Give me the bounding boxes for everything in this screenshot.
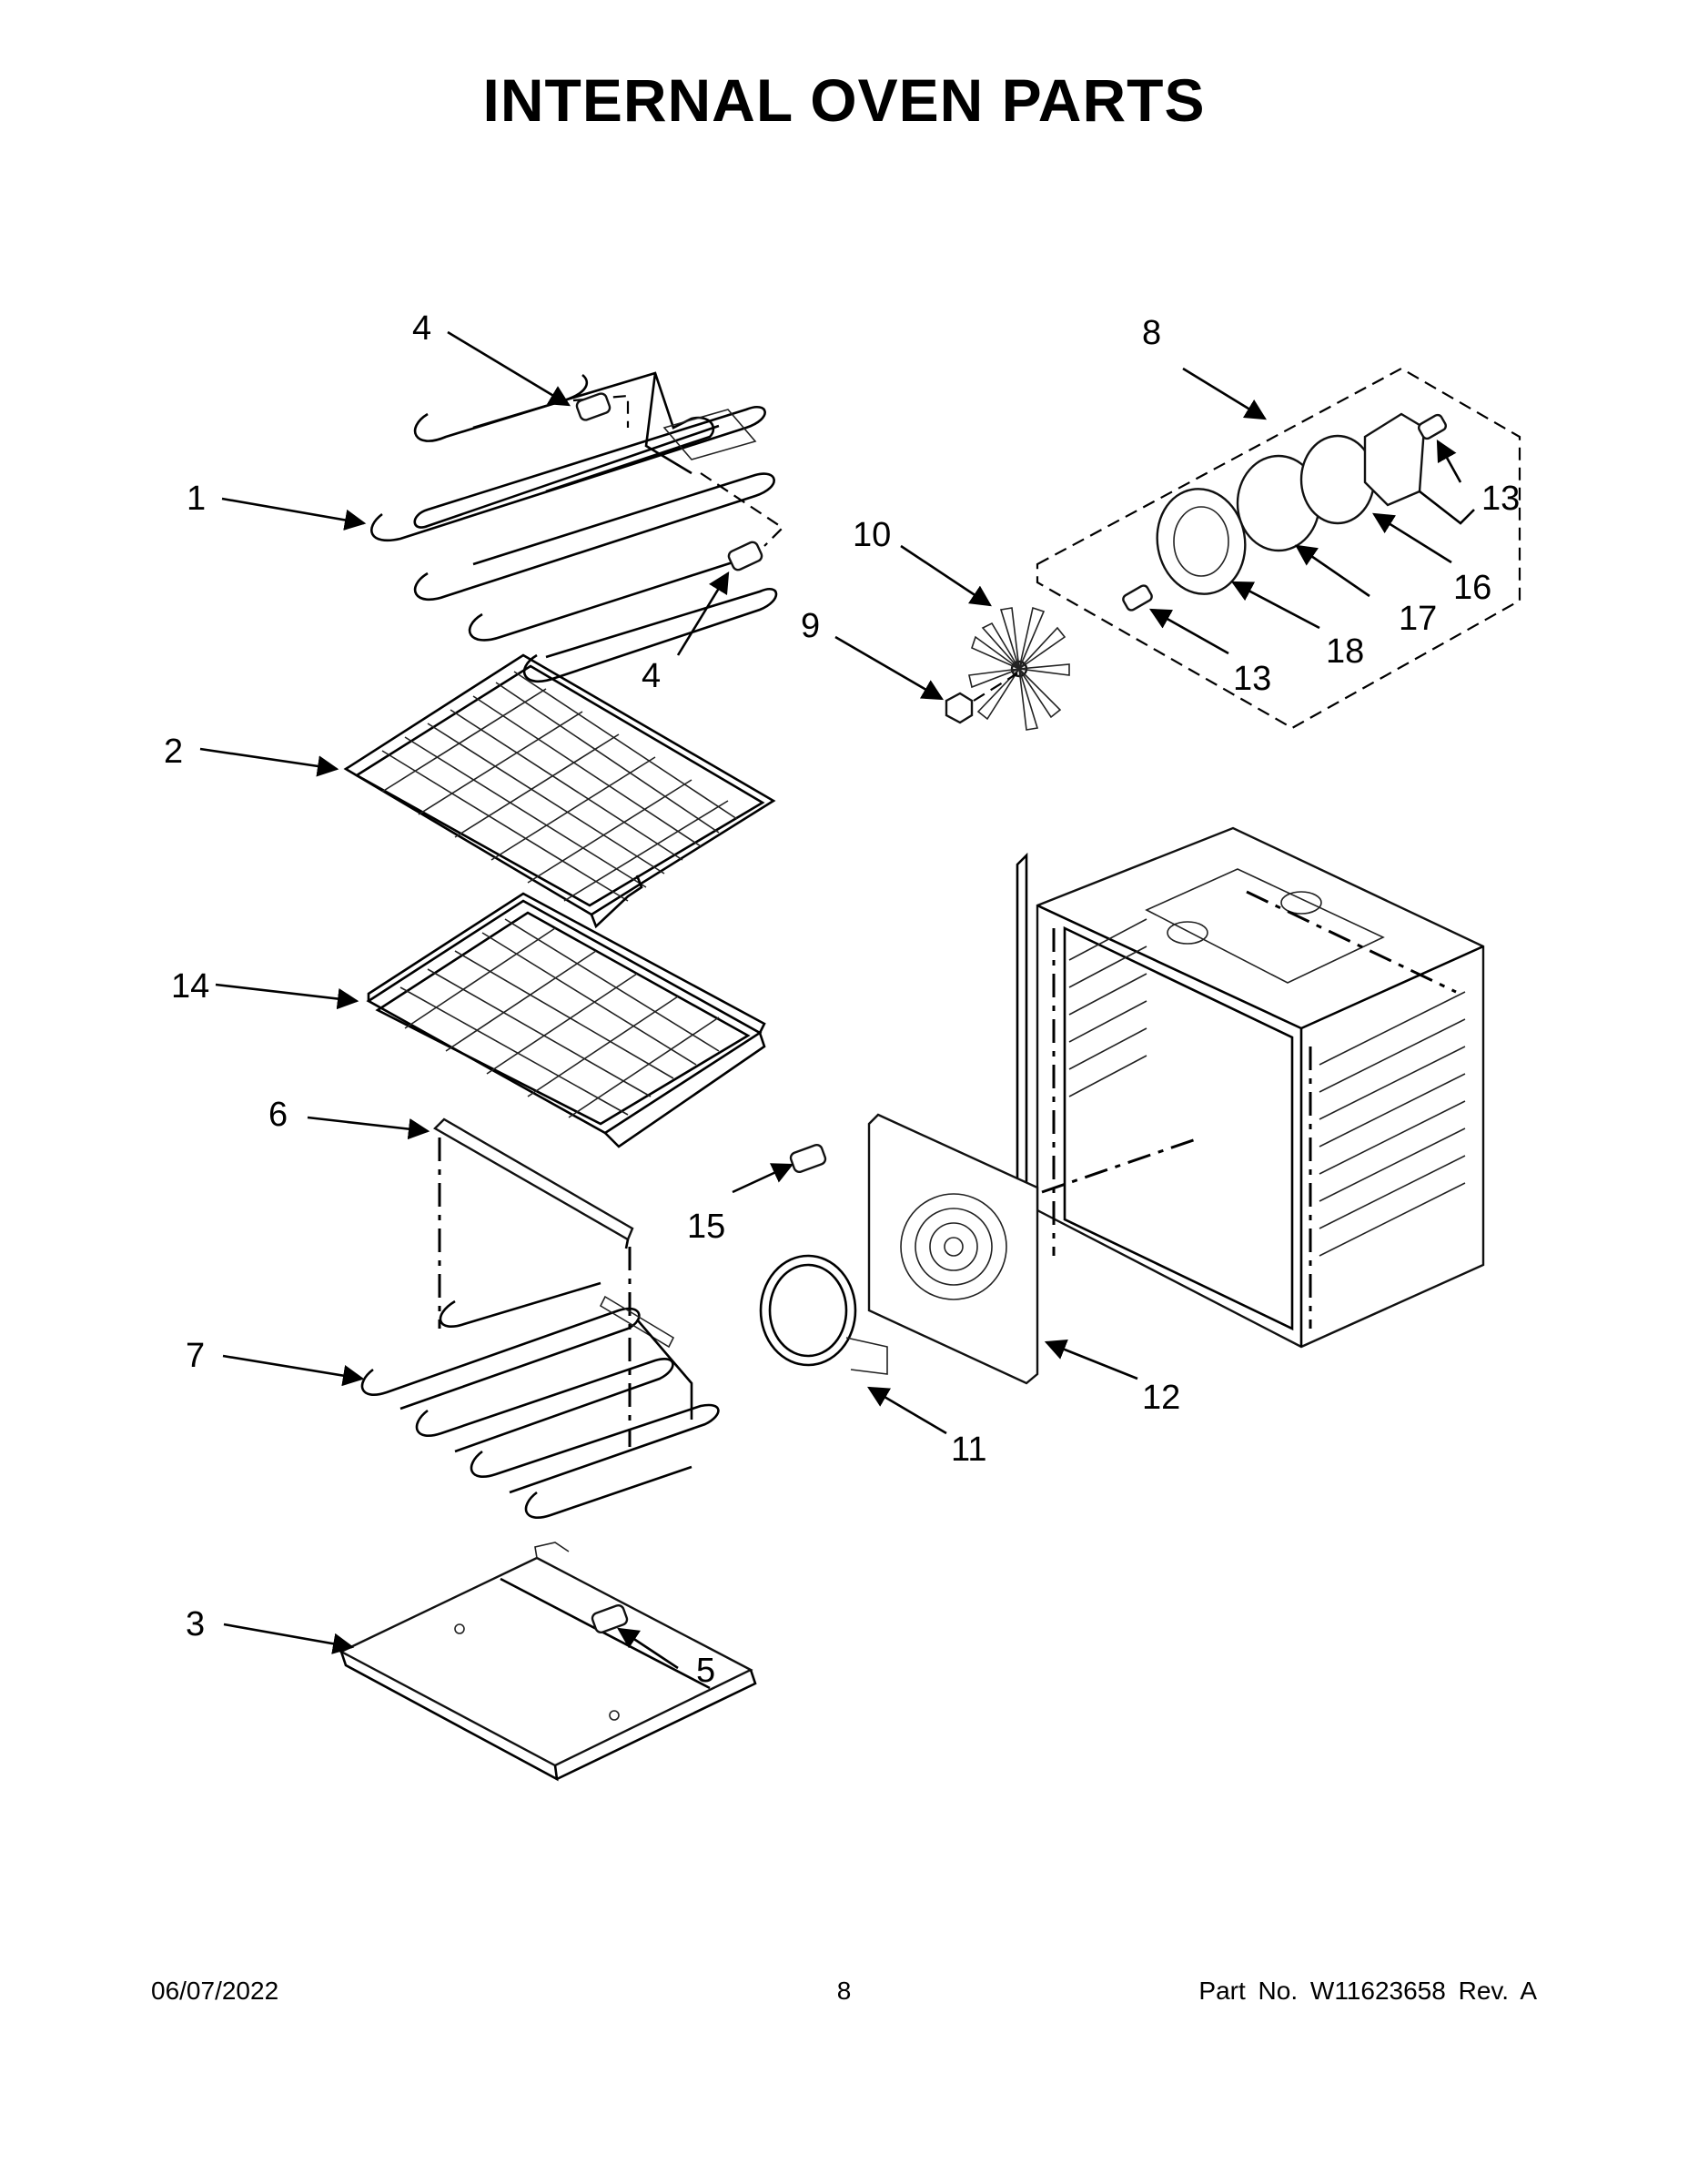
leader-lines (199, 330, 1462, 1670)
screw-icon (575, 392, 763, 571)
convection-motor-kit-boundary (1036, 367, 1521, 730)
screw-icon (789, 1143, 827, 1174)
callout-13-right: 13 (1481, 480, 1520, 518)
callout-6: 6 (268, 1096, 288, 1134)
callout-11: 11 (951, 1431, 986, 1469)
bracket-part (433, 1117, 634, 1447)
footer-page-number: 8 (836, 1977, 852, 2005)
callout-18: 18 (1326, 632, 1364, 671)
callout-16: 16 (1453, 569, 1491, 607)
callout-15: 15 (687, 1208, 725, 1246)
callout-8: 8 (1142, 314, 1161, 352)
callout-2: 2 (164, 733, 183, 771)
convection-element-part (759, 1254, 888, 1375)
callout-7: 7 (186, 1337, 205, 1375)
callout-4-top: 4 (412, 309, 431, 348)
callout-3: 3 (186, 1605, 205, 1643)
nut-icon (945, 692, 974, 724)
callout-17: 17 (1399, 600, 1437, 638)
callout-13-left: 13 (1233, 660, 1271, 698)
convection-cover-part (867, 1113, 1202, 1385)
footer-date: 06/07/2022 (151, 1977, 279, 2005)
oven-cavity-part (1016, 826, 1485, 1349)
bottom-cover-part (339, 1542, 757, 1782)
callout-5: 5 (696, 1652, 715, 1690)
callout-9: 9 (801, 607, 820, 645)
page-title: INTERNAL OVEN PARTS (482, 66, 1206, 134)
oven-rack-part (343, 653, 776, 929)
callout-labels: 1 2 3 4 4 5 6 7 8 9 10 11 12 13 13 14 15… (164, 309, 1520, 1690)
screw-icon (591, 1603, 629, 1634)
callout-10: 10 (853, 516, 891, 554)
convection-motor-parts (1122, 412, 1475, 612)
callout-1: 1 (187, 480, 206, 518)
fan-blade-part (968, 606, 1070, 731)
callout-14: 14 (171, 967, 209, 1006)
callout-4-bottom: 4 (642, 657, 661, 695)
callout-12: 12 (1142, 1379, 1180, 1417)
broil-element-part (370, 371, 784, 683)
footer-part-number: Part No. W11623658 Rev. A (1198, 1977, 1537, 2005)
roller-rack-part (366, 892, 766, 1148)
bake-element-part (360, 1281, 720, 1519)
